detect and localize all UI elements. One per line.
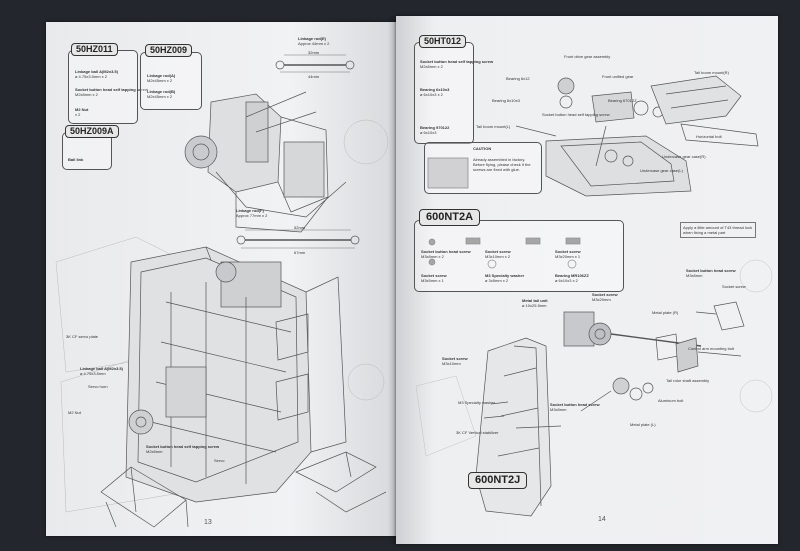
caution-box: CAUTION Already assembled in factory. Be…	[424, 142, 542, 194]
threadlock-note: Apply a little amount of T43 thread lock…	[680, 222, 756, 238]
callout-m3-washer: M3 Specialty washer	[458, 400, 495, 405]
section-tag-50hz011: 50HZ011	[71, 43, 118, 56]
section-tag-50hz009a: 50HZ009A	[65, 125, 119, 138]
section-tag-600nt2a: 600NT2A	[419, 209, 481, 226]
callout-m2-nut: M2 Nut	[68, 410, 81, 415]
right-page: 50HT012 Socket button head self tapping …	[396, 16, 778, 544]
callout-servo: Servo	[214, 458, 225, 463]
callout-tail-boom-mount-r: Tail boom mount(R)	[694, 70, 729, 75]
callout-horizontal-bolt: Horizontal bolt	[696, 134, 722, 139]
rod-e-drawing	[275, 54, 355, 73]
rod-e-dim1: 32mm	[308, 50, 320, 55]
callout-front-drive: Front drive gear assembly	[564, 54, 611, 59]
part-hz009-2: Linkage rod(B)M2x45mm x 2	[147, 89, 176, 99]
section-tag-50hz009: 50HZ009	[145, 44, 193, 57]
rod-f-dim1: 52mm	[294, 225, 306, 230]
section-tag-50ht012: 50HT012	[419, 35, 467, 48]
callout-vertical-stabilizer: 3K CF Vertical stabilizer	[456, 430, 499, 435]
callout-tail-boom-mount-l: Tail boom mount(L)	[476, 124, 511, 129]
tail-assembly	[475, 301, 745, 517]
callout-metal-plate-r: Metal plate (R)	[652, 310, 679, 315]
section-tag-600nt2j: 600NT2J	[468, 472, 528, 489]
callout-control-arm-bolt: Control arm mounting bolt	[688, 346, 735, 351]
parts-box-50hz009a: 50HZ009A Ball link	[62, 125, 119, 170]
upper-servo-assembly	[184, 91, 347, 233]
main-frame	[100, 246, 387, 528]
right-page-number: 14	[598, 516, 606, 523]
part-hz011-1: Linkage ball A(M2x3.5)ø 4.75x3.5mm x 2	[75, 69, 118, 79]
callout-metal-plate-l: Metal plate (L)	[630, 422, 656, 427]
callout-servo-horn: Servo horn	[88, 384, 108, 389]
rod-e-label: Linkage rod(E)Approx 44mm x 2	[298, 36, 330, 46]
parts-box-50ht012: 50HT012 Socket button head self tapping …	[414, 35, 493, 144]
right-page-drawing	[415, 75, 773, 517]
callout-aluminum-bolt: Aluminum bolt	[658, 398, 684, 403]
callout-undercase-r: Undercase gear case(R)	[662, 154, 706, 159]
callout-front-unified: Front unified gear	[602, 74, 634, 79]
rod-f-label: Linkage rod(F)Approx 77mm x 2	[236, 208, 268, 218]
callout-servo-plate: 3K CF servo plate	[66, 334, 99, 339]
parts-box-50hz009: 50HZ009 Linkage rod(A)M2x45mm x 2 Linkag…	[140, 44, 202, 110]
nt2a-part-icons	[428, 237, 581, 269]
callout-socket-screw-right: Socket screw	[722, 284, 746, 289]
left-page-number: 13	[204, 519, 212, 526]
caution-text: Already assembled in factory. Before fly…	[473, 157, 531, 172]
left-page-drawing	[55, 54, 389, 528]
caution-title: CAUTION	[473, 146, 492, 151]
left-page: 50HZ011 Linkage ball A(M2x3.5)ø 4.75x3.5…	[46, 22, 396, 536]
part-hz009a-1: Ball link	[68, 157, 84, 162]
callout-bearing-b: Bearing 6701ZZ	[608, 98, 637, 103]
part-hz009-1: Linkage rod(A)M2x45mm x 2	[147, 73, 176, 83]
parts-box-50hz011: 50HZ011 Linkage ball A(M2x3.5)ø 4.75x3.5…	[68, 43, 148, 124]
rod-f-dim2: 67mm	[294, 250, 306, 255]
callout-tail-rotor-shaft: Tail rotor shaft assembly	[666, 378, 710, 383]
rod-f-drawing	[236, 229, 360, 249]
rod-e-dim2: 44mm	[308, 74, 320, 79]
callout-bearing-c: Bearing 6x10x3	[492, 98, 520, 103]
callout-linkage-ball: Linkage ball A(M2x3.5)ø 4.75x3.5mm	[80, 366, 123, 376]
callout-self-tap: Socket button head self tapping screw	[542, 112, 610, 117]
gear-case-assembly	[515, 75, 759, 197]
callout-undercase-l: Undercase gear case(L)	[640, 168, 683, 173]
callout-bearing-a: Bearing 6x12	[506, 76, 530, 81]
